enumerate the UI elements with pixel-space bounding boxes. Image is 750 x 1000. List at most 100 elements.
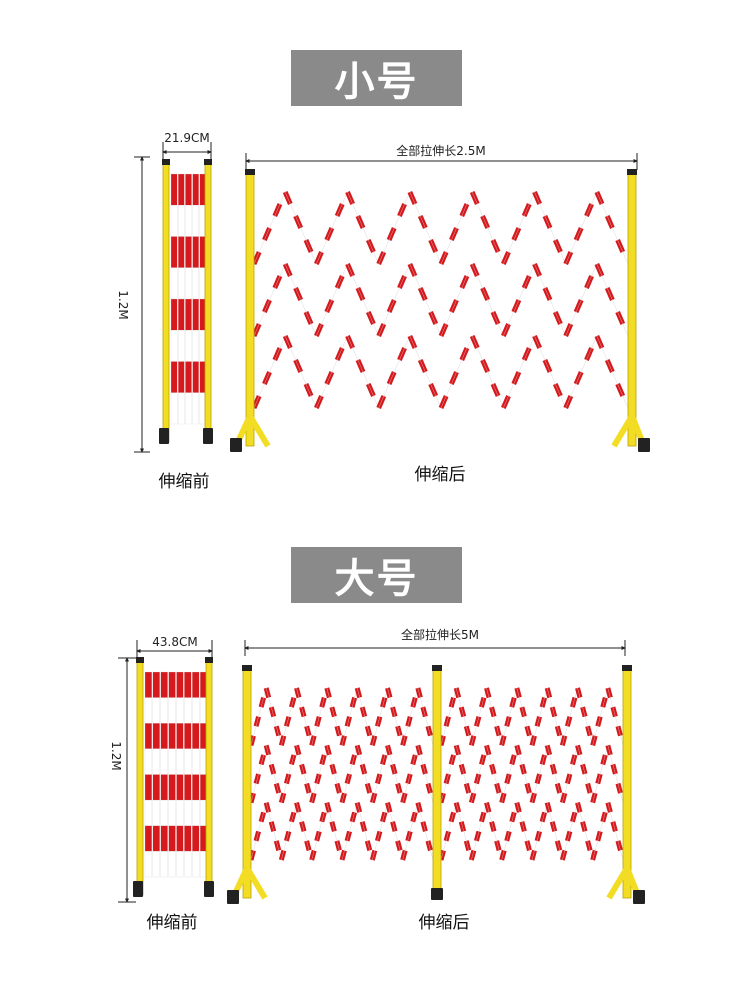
folded-slat-segment <box>160 671 168 698</box>
fence-foot <box>203 428 213 444</box>
bar-outline <box>409 191 442 265</box>
folded-slat-segment <box>152 851 160 878</box>
folded-slat-segment <box>192 825 200 852</box>
folded-slat-segment <box>144 748 153 775</box>
bar-outline <box>546 687 563 746</box>
bar-outline <box>347 191 379 265</box>
fence-foot <box>204 881 214 897</box>
folded-slat-segment <box>168 774 176 801</box>
folded-slat-segment <box>184 799 192 826</box>
folded-slat-segment <box>144 697 153 724</box>
folded-slat-segment <box>160 851 168 878</box>
folded-slat-segment <box>152 825 160 852</box>
large-length-label: 全部拉伸长5M <box>401 627 479 642</box>
folded-slat-segment <box>144 799 153 826</box>
bar-outline <box>565 263 598 337</box>
bar-outline <box>316 263 348 337</box>
bar-outline <box>402 802 419 861</box>
bar-outline <box>455 745 472 803</box>
bar-outline <box>378 191 411 265</box>
large-size-title: 大号 <box>334 556 419 602</box>
base-brace <box>606 866 630 900</box>
bar-outline <box>356 745 373 803</box>
bar-outline <box>326 745 343 803</box>
bar-outline <box>253 191 286 265</box>
bar-outline <box>592 802 609 861</box>
bar-outline <box>534 191 566 265</box>
large-width-label: 43.8CM <box>152 635 197 649</box>
bar-outline <box>486 802 502 861</box>
bar-outline <box>281 745 297 803</box>
bar-outline <box>531 802 548 861</box>
bar-outline <box>607 745 624 803</box>
folded-slat-segment <box>176 723 184 750</box>
fence-post <box>205 659 213 896</box>
bar-outline <box>503 263 535 337</box>
post-cap <box>627 169 637 175</box>
folded-slat-segment <box>185 330 192 362</box>
post-cap <box>245 169 255 175</box>
bar-outline <box>534 263 566 337</box>
large-size-banner: 大号 <box>291 547 462 603</box>
folded-slat-segment <box>178 392 185 425</box>
fence-post <box>622 667 632 899</box>
base-brace <box>611 414 635 448</box>
small-before-caption: 伸缩前 <box>159 472 210 492</box>
bar-outline <box>417 745 434 803</box>
small-height-label: 1.2M <box>116 290 130 319</box>
folded-slat-segment <box>185 205 192 237</box>
folded-slat-segment <box>178 361 185 393</box>
bar-outline <box>546 745 563 803</box>
bar-outline <box>356 802 373 861</box>
folded-slat-segment <box>185 173 192 206</box>
folded-slat-segment <box>144 851 153 878</box>
bar-outline <box>471 687 487 746</box>
bar-outline <box>372 745 388 803</box>
fence-post <box>627 171 637 447</box>
bar-outline <box>471 335 504 409</box>
folded-slat-segment <box>192 671 200 698</box>
bar-outline <box>577 687 593 746</box>
folded-slat-segment <box>168 851 176 878</box>
bar-outline <box>592 687 609 746</box>
bar-outline <box>372 802 388 861</box>
fence-post <box>245 171 255 447</box>
folded-slat-segment <box>152 723 160 750</box>
folded-slat-segment <box>184 825 192 852</box>
fence-post <box>242 667 252 899</box>
small-height-dimension: 1.2M <box>116 156 150 453</box>
folded-slat-segment <box>144 825 153 852</box>
bar-outline <box>577 745 593 803</box>
bar-outline <box>356 687 373 746</box>
bar-outline <box>440 335 473 409</box>
folded-slat-segment <box>178 205 185 237</box>
folded-slat-segment <box>160 748 168 775</box>
small-width-dimension: 21.9CM <box>162 131 212 160</box>
folded-slat-segment <box>152 799 160 826</box>
bar-outline <box>503 191 535 265</box>
folded-slat-segment <box>192 361 199 393</box>
folded-slat-segment <box>176 697 184 724</box>
folded-slat-segment <box>184 697 192 724</box>
bar-outline <box>326 802 343 861</box>
bar-outline <box>265 802 282 861</box>
bar-outline <box>440 687 457 746</box>
fence-foot <box>133 881 143 897</box>
bar-outline <box>311 745 328 803</box>
small-width-label: 21.9CM <box>164 131 209 145</box>
bar-outline <box>281 687 297 746</box>
folded-slat-segment <box>176 774 184 801</box>
bar-outline <box>402 687 419 746</box>
bar-outline <box>296 687 312 746</box>
post-cap <box>204 159 212 165</box>
base-brace <box>244 866 268 900</box>
folded-slat-segment <box>168 825 176 852</box>
folded-slat-segment <box>160 697 168 724</box>
large-length-dimension: 全部拉伸长5M <box>244 627 626 656</box>
fence-post <box>136 659 144 896</box>
folded-slat-segment <box>192 697 200 724</box>
small-length-label: 全部拉伸长2.5M <box>396 143 485 158</box>
small-size-title: 小号 <box>334 59 419 105</box>
bar-outline <box>471 263 504 337</box>
folded-slat-segment <box>185 392 192 425</box>
